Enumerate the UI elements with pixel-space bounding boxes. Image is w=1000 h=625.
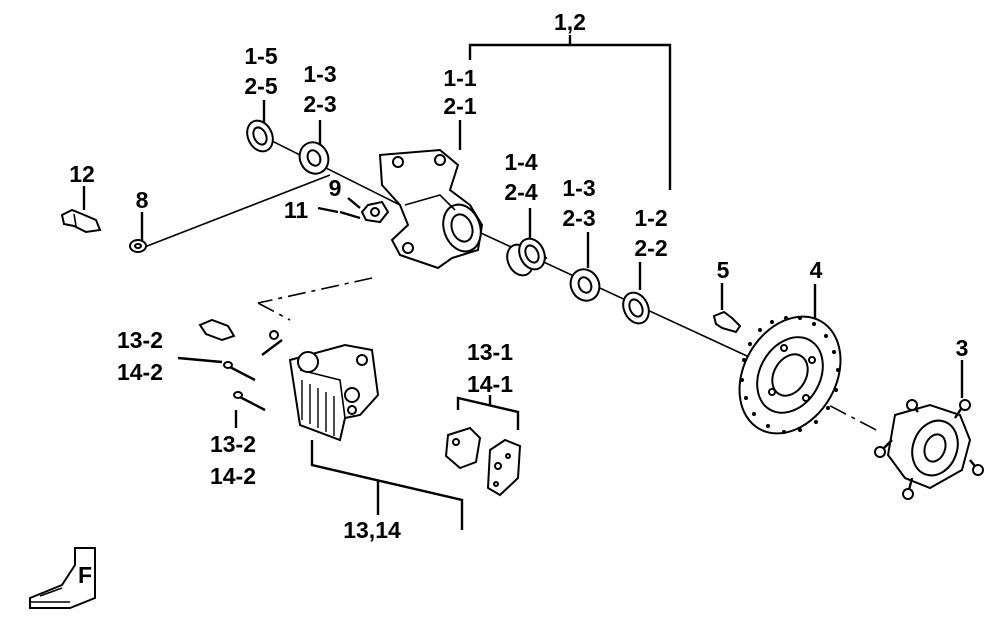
label-2-5: 2-5: [244, 73, 277, 99]
label-8: 8: [136, 187, 149, 213]
bleeder-screw: [261, 330, 283, 356]
label-2-2: 2-2: [634, 235, 667, 261]
castle-nut-9: [360, 200, 390, 224]
label-1-3-left: 1-3: [303, 61, 336, 87]
part-labels: 1,2 1-1 2-1 1-5 2-5 1-3 2-3 12 8 9 11 1-…: [69, 9, 968, 543]
oil-seal-1-5: [246, 119, 274, 153]
disc-bolt-5: [712, 310, 742, 334]
label-4: 4: [810, 257, 823, 283]
bearing-1-3-right: [569, 268, 601, 302]
label-14-2-upper: 14-2: [117, 359, 163, 385]
label-9: 9: [329, 175, 342, 201]
front-letter-f: F: [78, 562, 92, 588]
brake-pad-13-1: [444, 426, 482, 470]
bracket-13-1-14-1: [456, 395, 520, 430]
caliper-bolt-upper: [198, 318, 236, 342]
label-12: 12: [69, 161, 95, 187]
brake-pad-14-1: [486, 438, 522, 497]
brake-disc-4: [738, 315, 842, 435]
label-1-2: 1,2: [554, 9, 586, 35]
label-11: 11: [284, 197, 309, 223]
front-arrow-icon: F: [29, 547, 96, 609]
caliper-pin-13-2-upper: [223, 361, 256, 382]
label-13-2-lower: 13-2: [210, 431, 256, 457]
bearing-1-4: [506, 237, 548, 277]
label-2-1: 2-1: [443, 93, 476, 119]
brake-caliper: [288, 343, 380, 442]
knuckle-housing: [378, 148, 484, 270]
label-14-2-lower: 14-2: [210, 463, 256, 489]
label-1-3-right: 1-3: [562, 175, 595, 201]
caliper-pin-13-2-lower: [233, 391, 266, 412]
label-1-4: 1-4: [504, 149, 537, 175]
bearing-1-3-left: [298, 141, 330, 175]
label-2-3-right: 2-3: [562, 205, 595, 231]
label-5: 5: [717, 257, 730, 283]
label-13-14: 13,14: [343, 517, 401, 543]
label-13-1: 13-1: [467, 339, 513, 365]
label-3: 3: [956, 335, 969, 361]
oil-seal-1-2: [622, 291, 650, 325]
label-2-4: 2-4: [504, 179, 537, 205]
label-1-5: 1-5: [244, 43, 277, 69]
wheel-hub-3: [874, 399, 984, 500]
label-2-3-left: 2-3: [303, 91, 336, 117]
label-1-2-seal: 1-2: [634, 205, 667, 231]
washer-8: [129, 239, 147, 253]
bracket-13-14: [310, 440, 464, 530]
cotter-pin-11: [339, 210, 361, 220]
label-13-2-upper: 13-2: [117, 327, 163, 353]
bolt-12: [60, 208, 102, 234]
bracket-1-2: [468, 35, 672, 190]
label-14-1: 14-1: [467, 371, 513, 397]
label-1-1: 1-1: [443, 65, 476, 91]
leader-lines: [82, 100, 964, 428]
